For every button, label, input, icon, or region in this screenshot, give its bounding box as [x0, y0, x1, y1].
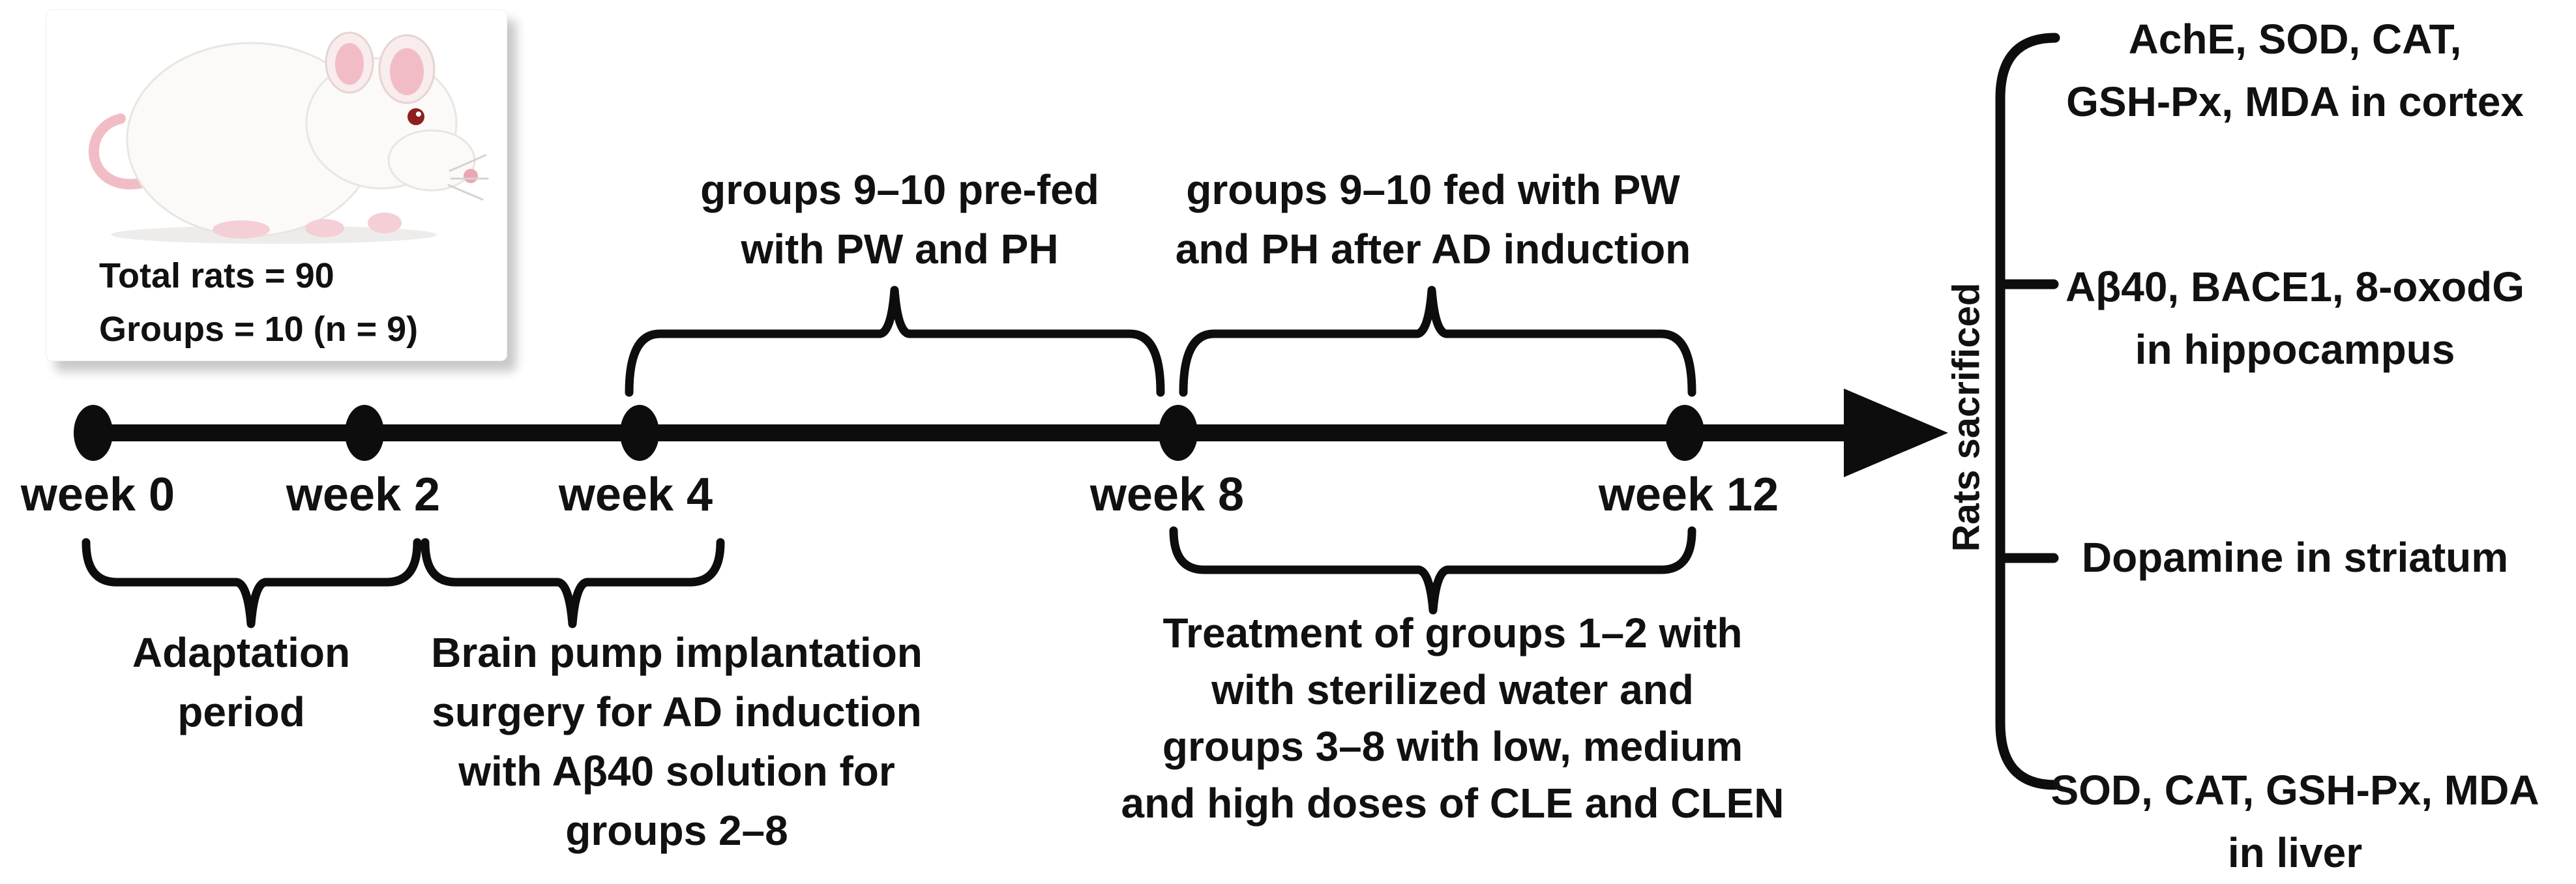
- annotation-fed-after-induction: groups 9–10 fed with PW and PH after AD …: [1175, 166, 1691, 273]
- annotation-adaptation: Adaptation period: [132, 629, 351, 735]
- outcome-liver: SOD, CAT, GSH-Px, MDA in liver: [2050, 767, 2539, 876]
- brace-surgery-week2-4: [421, 538, 725, 628]
- timeline-line: [91, 424, 1848, 441]
- week-label-0: week 0: [20, 469, 175, 521]
- outcome-hippocampus: Aβ40, BACE1, 8-oxodG in hippocampus: [2065, 263, 2525, 373]
- timeline-dot-week2: [345, 405, 384, 461]
- brace-fed-week8-12: [1179, 286, 1696, 397]
- brace-treatment-week8-12: [1169, 526, 1696, 615]
- outcome-cortex: AchE, SOD, CAT, GSH-Px, MDA in cortex: [2066, 16, 2524, 125]
- annotation-surgery: Brain pump implantation surgery for AD i…: [431, 629, 923, 854]
- annotation-prefed: groups 9–10 pre-fed with PW and PH: [700, 166, 1099, 273]
- total-rats-text: Total rats = 90: [99, 256, 334, 295]
- timeline-figure: [74, 33, 2060, 790]
- timeline-dot-week4: [620, 405, 659, 461]
- rats-sacrificed-label: Rats sacrificed: [1945, 282, 1988, 552]
- groups-text: Groups = 10 (n = 9): [99, 310, 419, 349]
- brace-prefed-week4-8: [625, 286, 1165, 397]
- timeline-arrowhead: [1844, 389, 1948, 477]
- timeline-dot-week8: [1159, 405, 1198, 461]
- week-label-12: week 12: [1598, 469, 1779, 521]
- week-label-2: week 2: [286, 469, 441, 521]
- week-label-8: week 8: [1089, 469, 1245, 521]
- timeline-dot-week12: [1665, 405, 1704, 461]
- timeline-dot-week0: [74, 405, 113, 461]
- week-label-4: week 4: [558, 469, 713, 521]
- outcomes-bracket: [1995, 33, 2060, 790]
- outcome-striatum: Dopamine in striatum: [2081, 534, 2509, 581]
- brace-adaptation-week0-2: [81, 538, 422, 628]
- annotation-treatment: Treatment of groups 1–2 with with steril…: [1121, 610, 1784, 827]
- rat-photo: [88, 31, 489, 244]
